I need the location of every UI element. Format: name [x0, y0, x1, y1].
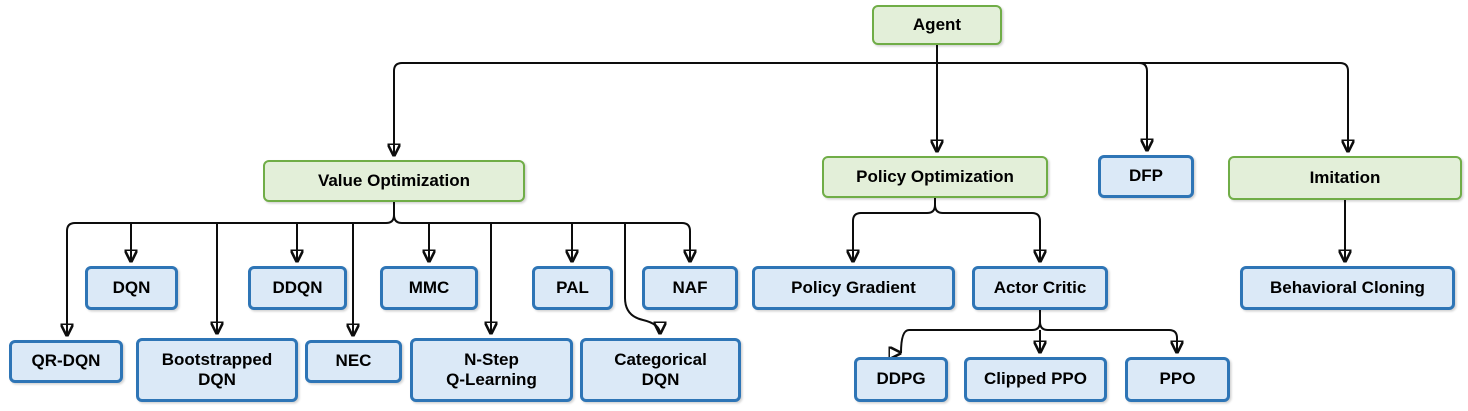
node-value-optimization: Value Optimization	[263, 160, 525, 202]
node-nec-label: NEC	[335, 351, 372, 371]
edge-agent-imitation	[937, 62, 1348, 152]
node-behavioral-cloning-label: Behavioral Cloning	[1270, 277, 1425, 297]
node-dqn: DQN	[85, 266, 178, 310]
node-policy-optimization: Policy Optimization	[822, 156, 1048, 198]
node-imitation-label: Imitation	[1309, 167, 1381, 187]
edge-vo-categorical-dqn	[624, 223, 660, 334]
node-n-step-q-learning-label: N-Step Q-Learning	[446, 349, 537, 389]
node-n-step-q-learning: N-Step Q-Learning	[410, 338, 573, 402]
edge-vo-naf	[393, 214, 690, 262]
edge-po-policy-gradient	[853, 198, 936, 262]
node-ppo: PPO	[1125, 357, 1230, 402]
node-qr-dqn-label: QR-DQN	[31, 351, 101, 371]
node-dfp-label: DFP	[1129, 166, 1163, 186]
node-clipped-ppo-label: Clipped PPO	[984, 369, 1087, 389]
node-value-optimization-label: Value Optimization	[317, 170, 471, 190]
node-policy-gradient-label: Policy Gradient	[791, 277, 916, 297]
node-imitation: Imitation	[1228, 156, 1462, 200]
node-agent-label: Agent	[912, 14, 962, 34]
node-ddpg: DDPG	[854, 357, 948, 402]
node-mmc-label: MMC	[408, 277, 450, 297]
node-actor-critic: Actor Critic	[972, 266, 1108, 310]
node-dqn-label: DQN	[112, 277, 151, 297]
node-ddqn-label: DDQN	[272, 277, 323, 297]
node-policy-optimization-label: Policy Optimization	[856, 166, 1014, 186]
node-categorical-dqn-label: Categorical DQN	[614, 349, 707, 389]
node-ddpg-label: DDPG	[876, 369, 926, 389]
node-bootstrapped-dqn: Bootstrapped DQN	[136, 338, 298, 402]
node-nec: NEC	[305, 340, 402, 383]
node-mmc: MMC	[380, 266, 478, 310]
node-ddqn: DDQN	[248, 266, 347, 310]
node-behavioral-cloning: Behavioral Cloning	[1240, 266, 1455, 310]
node-policy-gradient: Policy Gradient	[752, 266, 955, 310]
node-qr-dqn: QR-DQN	[9, 340, 123, 383]
node-naf-label: NAF	[672, 277, 708, 297]
edge-ac-ddpg	[901, 310, 1041, 353]
node-agent: Agent	[872, 5, 1002, 45]
node-pal-label: PAL	[556, 277, 589, 297]
node-naf: NAF	[642, 266, 738, 310]
node-bootstrapped-dqn-label: Bootstrapped DQN	[161, 349, 273, 389]
node-dfp: DFP	[1098, 155, 1194, 198]
node-categorical-dqn: Categorical DQN	[580, 338, 741, 402]
edge-po-actor-critic	[934, 204, 1040, 262]
edge-agent-value-optimization	[394, 62, 937, 156]
edge-ac-ppo	[1039, 321, 1177, 353]
edge-agent-dfp	[1138, 62, 1147, 151]
node-ppo-label: PPO	[1159, 369, 1196, 389]
node-actor-critic-label: Actor Critic	[993, 277, 1087, 297]
node-pal: PAL	[532, 266, 613, 310]
node-clipped-ppo: Clipped PPO	[964, 357, 1107, 402]
